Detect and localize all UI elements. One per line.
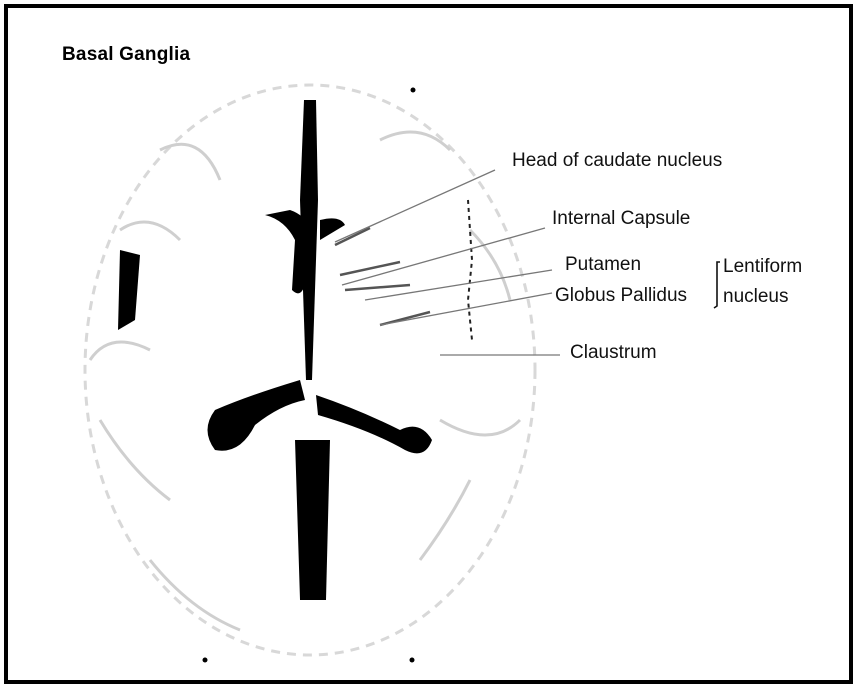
label-head-of-caudate: Head of caudate nucleus xyxy=(512,150,722,172)
lentiform-brace xyxy=(714,262,720,308)
diagram-title: Basal Ganglia xyxy=(62,44,190,66)
label-lentiform: Lentiform xyxy=(723,256,802,278)
mark-right xyxy=(410,658,415,663)
basal-ganglia-hatching xyxy=(335,228,430,325)
leader-globus-pallidus xyxy=(380,293,552,325)
label-nucleus: nucleus xyxy=(723,286,789,308)
mark-top xyxy=(411,88,416,93)
label-putamen: Putamen xyxy=(565,254,641,276)
label-claustrum: Claustrum xyxy=(570,342,657,364)
claustrum-structure xyxy=(468,200,472,340)
leader-lines xyxy=(335,170,560,355)
mark-left xyxy=(203,658,208,663)
ventricles xyxy=(118,100,432,600)
label-internal-capsule: Internal Capsule xyxy=(552,208,690,230)
label-globus-pallidus: Globus Pallidus xyxy=(555,285,687,307)
